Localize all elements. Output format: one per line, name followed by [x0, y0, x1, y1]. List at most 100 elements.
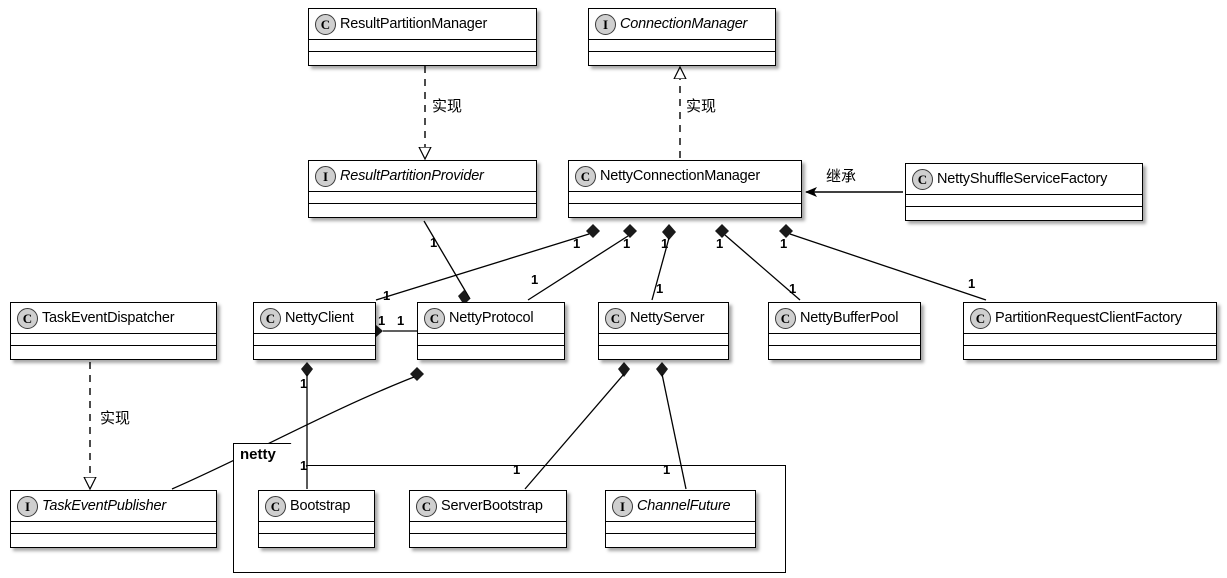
class-name-label: NettyProtocol [449, 310, 534, 326]
class-box-taskeventdispatcher[interactable]: C TaskEventDispatcher [10, 302, 217, 360]
edge-label-realize-resultpartitionprovider: 实现 [432, 98, 463, 115]
attributes-compartment [309, 40, 536, 52]
edge-composition-nettyclient-bootstrap [301, 362, 313, 489]
multiplicity-label: 1 [573, 236, 581, 251]
operations-compartment [259, 534, 374, 545]
class-stereotype-icon: C [775, 307, 796, 329]
package-netty [233, 465, 786, 573]
edge-label-inherit-nettyconnectionmanager: 继承 [826, 168, 857, 185]
operations-compartment [769, 346, 920, 357]
edge-composition-resultpartitionprovider-nettyprotocol [423, 220, 471, 305]
class-header: C ServerBootstrap [410, 491, 566, 522]
interface-stereotype-icon: I [595, 13, 616, 35]
class-name-label: NettyBufferPool [800, 310, 899, 326]
class-name-label: NettyConnectionManager [600, 168, 761, 184]
class-stereotype-icon: C [605, 307, 626, 329]
class-box-connectionmanager[interactable]: I ConnectionManager [588, 8, 776, 66]
operations-compartment [906, 207, 1142, 218]
attributes-compartment [259, 522, 374, 534]
multiplicity-label: 1 [661, 236, 669, 251]
attributes-compartment [769, 334, 920, 346]
multiplicity-label: 1 [656, 281, 664, 296]
edge-composition-nettyserver-channelfuture [656, 362, 687, 490]
class-box-taskeventpublisher[interactable]: I TaskEventPublisher [10, 490, 217, 548]
multiplicity-label: 1 [531, 272, 539, 287]
class-header: C NettyShuffleServiceFactory [906, 164, 1142, 195]
class-header: C NettyBufferPool [769, 303, 920, 334]
multiplicity-label: 1 [430, 235, 438, 250]
edge-composition-nettyconnectionmanager-nettyserver [651, 224, 676, 301]
multiplicity-label: 1 [968, 276, 976, 291]
class-name-label: TaskEventDispatcher [42, 310, 175, 326]
class-box-resultpartitionprovider[interactable]: I ResultPartitionProvider [308, 160, 537, 218]
attributes-compartment [589, 40, 775, 52]
class-name-label: ResultPartitionProvider [340, 168, 484, 184]
edge-composition-nettyconnectionmanager-nettybufferpool [715, 224, 801, 301]
multiplicity-label: 1 [716, 236, 724, 251]
edge-label-realize-taskeventpublisher: 实现 [100, 410, 131, 427]
class-header: I TaskEventPublisher [11, 491, 216, 522]
class-stereotype-icon: C [912, 168, 933, 190]
multiplicity-label: 1 [623, 236, 631, 251]
attributes-compartment [906, 195, 1142, 207]
edge-composition-nettyconnectionmanager-nettyprotocol [527, 224, 637, 301]
multiplicity-label: 1 [378, 313, 386, 328]
class-box-bootstrap[interactable]: C Bootstrap [258, 490, 375, 548]
class-name-label: NettyShuffleServiceFactory [937, 171, 1108, 187]
class-stereotype-icon: C [575, 165, 596, 187]
class-header: C TaskEventDispatcher [11, 303, 216, 334]
operations-compartment [11, 346, 216, 357]
class-box-partitionrequestclientfactory[interactable]: C PartitionRequestClientFactory [963, 302, 1217, 360]
class-name-label: PartitionRequestClientFactory [995, 310, 1182, 326]
class-stereotype-icon: C [970, 307, 991, 329]
class-header: C ResultPartitionManager [309, 9, 536, 40]
multiplicity-label: 1 [789, 281, 797, 296]
multiplicity-label: 1 [780, 236, 788, 251]
class-header: C NettyProtocol [418, 303, 564, 334]
attributes-compartment [11, 522, 216, 534]
edge-composition-nettyprotocol-taskeventpublisher [171, 367, 424, 490]
class-name-label: NettyClient [285, 310, 354, 326]
class-stereotype-icon: C [424, 307, 445, 329]
operations-compartment [410, 534, 566, 545]
class-box-nettyconnectionmanager[interactable]: C NettyConnectionManager [568, 160, 802, 218]
class-header: C NettyConnectionManager [569, 161, 801, 192]
class-box-nettybufferpool[interactable]: C NettyBufferPool [768, 302, 921, 360]
interface-stereotype-icon: I [17, 495, 38, 517]
class-name-label: Bootstrap [290, 498, 351, 514]
edge-composition-nettyconnectionmanager-nettyclient [375, 224, 600, 301]
interface-stereotype-icon: I [315, 165, 336, 187]
class-stereotype-icon: C [315, 13, 336, 35]
class-box-nettyshuffleservicefactory[interactable]: C NettyShuffleServiceFactory [905, 163, 1143, 221]
edge-composition-nettyserver-serverbootstrap [524, 362, 630, 490]
class-header: C NettyServer [599, 303, 728, 334]
operations-compartment [599, 346, 728, 357]
class-name-label: ServerBootstrap [441, 498, 543, 514]
multiplicity-label: 1 [513, 462, 521, 477]
attributes-compartment [964, 334, 1216, 346]
class-box-channelfuture[interactable]: I ChannelFuture [605, 490, 756, 548]
attributes-compartment [410, 522, 566, 534]
class-box-resultpartitionmanager[interactable]: C ResultPartitionManager [308, 8, 537, 66]
class-stereotype-icon: C [416, 495, 437, 517]
multiplicity-label: 1 [663, 462, 671, 477]
attributes-compartment [11, 334, 216, 346]
class-box-serverbootstrap[interactable]: C ServerBootstrap [409, 490, 567, 548]
edge-composition-nettyconnectionmanager-partitionrequestclientfactory [779, 224, 987, 301]
class-stereotype-icon: C [260, 307, 281, 329]
class-name-label: TaskEventPublisher [42, 498, 167, 514]
class-stereotype-icon: C [265, 495, 286, 517]
attributes-compartment [254, 334, 375, 346]
class-box-nettyclient[interactable]: C NettyClient [253, 302, 376, 360]
class-stereotype-icon: C [17, 307, 38, 329]
class-box-nettyserver[interactable]: C NettyServer [598, 302, 729, 360]
edge-label-realize-connectionmanager: 实现 [686, 98, 717, 115]
edge-composition-nettyclient-nettyprotocol [369, 325, 417, 337]
operations-compartment [964, 346, 1216, 357]
operations-compartment [569, 204, 801, 215]
operations-compartment [418, 346, 564, 357]
class-name-label: ConnectionManager [620, 16, 748, 32]
class-box-nettyprotocol[interactable]: C NettyProtocol [417, 302, 565, 360]
